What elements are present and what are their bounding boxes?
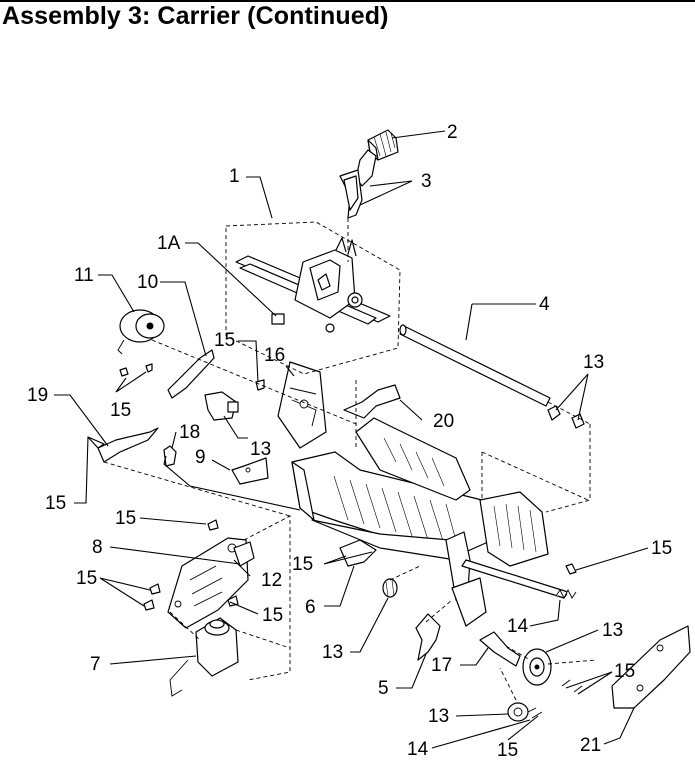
callout-15-upper: 15: [214, 330, 235, 351]
part-20-small-bracket: [343, 384, 401, 419]
callout-19: 19: [27, 385, 48, 406]
page-title: Assembly 3: Carrier (Continued): [2, 2, 389, 30]
callout-15-plate-left: 15: [76, 568, 97, 589]
callout-15-farleft: 15: [45, 493, 66, 514]
part-3-cables: [339, 169, 363, 219]
callout-15-plate-top: 15: [115, 508, 136, 529]
part-1-carrier-belt-assembly: [235, 237, 391, 333]
callout-4: 4: [539, 294, 550, 315]
part-14-spring: [555, 588, 577, 600]
screws: [119, 363, 583, 719]
callout-15-right: 15: [651, 538, 672, 559]
part-4-rod: [399, 324, 551, 407]
callout-13-lower: 13: [428, 706, 449, 727]
callout-21: 21: [580, 735, 601, 756]
callout-3: 3: [421, 171, 432, 192]
callout-14-lower: 14: [407, 739, 429, 760]
callout-13-big-gear: 13: [602, 620, 623, 641]
part-13-big-gear: [522, 648, 552, 686]
callout-15-left: 15: [110, 400, 131, 421]
main-frame: [291, 417, 569, 627]
callout-11: 11: [74, 265, 94, 286]
part-6-link: [339, 539, 377, 567]
part-5-lever: [415, 613, 441, 661]
leader-lines: [54, 130, 649, 749]
part-16-side-plate: [277, 361, 327, 449]
callout-18: 18: [179, 422, 200, 443]
callout-10: 10: [137, 272, 158, 293]
part-12-bracket: [233, 541, 255, 567]
part-2-gear-knob: [355, 129, 399, 187]
callout-1: 1: [229, 166, 240, 187]
part-10-curved-bracket: [167, 349, 239, 421]
part-19-arm: [87, 427, 159, 463]
callout-12: 12: [261, 570, 282, 591]
callout-5: 5: [378, 678, 389, 699]
dashed-guides: [103, 218, 597, 701]
callout-20: 20: [433, 411, 454, 432]
part-21-bracket: [611, 625, 691, 709]
callout-2: 2: [447, 122, 458, 143]
callout-8: 8: [92, 537, 103, 558]
callout-13-low-mid: 13: [322, 642, 343, 663]
callout-15-plate-right: 15: [262, 605, 283, 626]
callout-17: 17: [431, 655, 452, 676]
part-18-clip: [163, 445, 177, 467]
callout-15-lower: 15: [497, 740, 518, 760]
callout-16: 16: [264, 345, 285, 366]
callout-1a: 1A: [157, 233, 181, 254]
part-13-small-gear: [382, 578, 398, 598]
part-9-clip: [231, 457, 269, 485]
part-11-motor: [117, 309, 165, 355]
part-13-lower-gear: [507, 702, 529, 722]
callout-9: 9: [195, 447, 206, 468]
callout-15-mid: 15: [292, 554, 313, 575]
callouts: 2 3 1 1A 4 13 11 10 15 16 20 19 15 13 18…: [27, 122, 672, 760]
callout-13-right: 13: [583, 352, 604, 373]
title-rule: [0, 0, 695, 2]
callout-6: 6: [305, 597, 316, 618]
callout-14-upper: 14: [507, 616, 529, 637]
callout-7: 7: [90, 654, 101, 675]
part-7-motor-assembly: [169, 617, 239, 697]
callout-15-right-lower: 15: [614, 661, 635, 682]
callout-13-mid: 13: [250, 439, 271, 460]
part-17-lever: [479, 631, 521, 667]
